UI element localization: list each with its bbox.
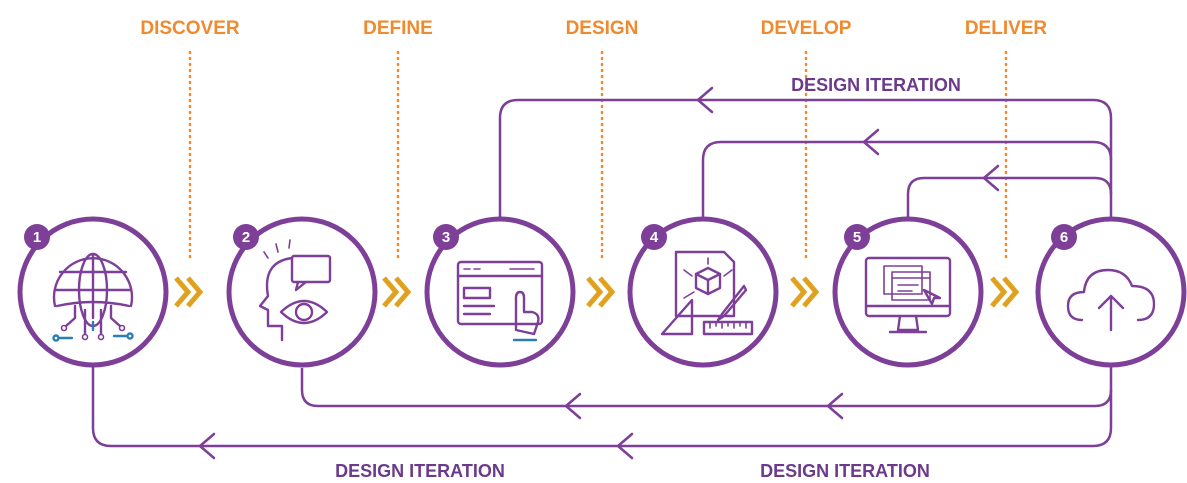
phase-separators xyxy=(188,50,1008,264)
drafting-tools-icon xyxy=(660,250,754,336)
double-chevron-icon xyxy=(790,276,820,308)
loop-bottom-2 xyxy=(91,366,1113,448)
phase-label-design: DESIGN xyxy=(566,18,639,39)
loop-top-3 xyxy=(906,176,1113,218)
browser-hand-click-icon xyxy=(456,260,544,342)
step-4: 4 xyxy=(627,216,779,368)
loop-top-2 xyxy=(701,140,1113,218)
double-chevron-icon xyxy=(382,276,412,308)
iteration-label-bottom-right: DESIGN ITERATION xyxy=(760,461,930,481)
step-number: 1 xyxy=(33,229,41,246)
double-chevron-icon xyxy=(174,276,204,308)
head-eye-speech-icon xyxy=(258,239,332,342)
step-number-badge xyxy=(24,224,50,250)
step-number: 5 xyxy=(853,229,861,246)
loop-chevrons xyxy=(198,86,1000,460)
step-circle xyxy=(832,216,984,368)
step-6: 6 xyxy=(1035,216,1187,368)
double-chevron-icon xyxy=(990,276,1020,308)
step-number: 6 xyxy=(1060,229,1068,246)
phase-label-discover: DISCOVER xyxy=(140,18,240,39)
loop-bottom-1 xyxy=(300,366,1113,408)
chevron-left-icon xyxy=(696,86,714,114)
step-circle xyxy=(1035,216,1187,368)
cloud-upload-icon xyxy=(1066,268,1156,332)
double-chevron-icon xyxy=(586,276,616,308)
globe-circuit-icon xyxy=(52,252,134,342)
iteration-label-bottom-left: DESIGN ITERATION xyxy=(335,461,505,481)
loop-top-1 xyxy=(498,98,1113,225)
step-number-badge xyxy=(233,224,259,250)
step-number-badge xyxy=(844,224,870,250)
step-2: 2 xyxy=(226,216,378,368)
step-number-badge xyxy=(433,224,459,250)
phase-labels: DISCOVER DEFINE DESIGN DEVELOP DELIVER xyxy=(140,18,1047,39)
step-number: 4 xyxy=(650,229,659,246)
step-number: 3 xyxy=(442,229,450,246)
chevron-left-icon xyxy=(616,432,634,460)
chevron-left-icon xyxy=(862,128,880,156)
chevron-left-icon xyxy=(982,164,1000,192)
step-number-badge xyxy=(1051,224,1077,250)
iteration-label-top: DESIGN ITERATION xyxy=(791,75,961,95)
step-1: 1 xyxy=(17,216,169,368)
monitor-windows-icon xyxy=(864,256,952,334)
step-3: 3 xyxy=(424,216,576,368)
phase-label-define: DEFINE xyxy=(363,18,433,39)
phase-label-deliver: DELIVER xyxy=(965,18,1048,39)
iteration-loops xyxy=(91,98,1113,448)
chevron-left-icon xyxy=(564,392,582,420)
step-number: 2 xyxy=(242,229,250,246)
chevron-left-icon xyxy=(826,392,844,420)
chevron-left-icon xyxy=(198,432,216,460)
step-arrows xyxy=(174,276,1020,308)
step-5: 5 xyxy=(832,216,984,368)
phase-label-develop: DEVELOP xyxy=(761,18,852,39)
step-number-badge xyxy=(641,224,667,250)
